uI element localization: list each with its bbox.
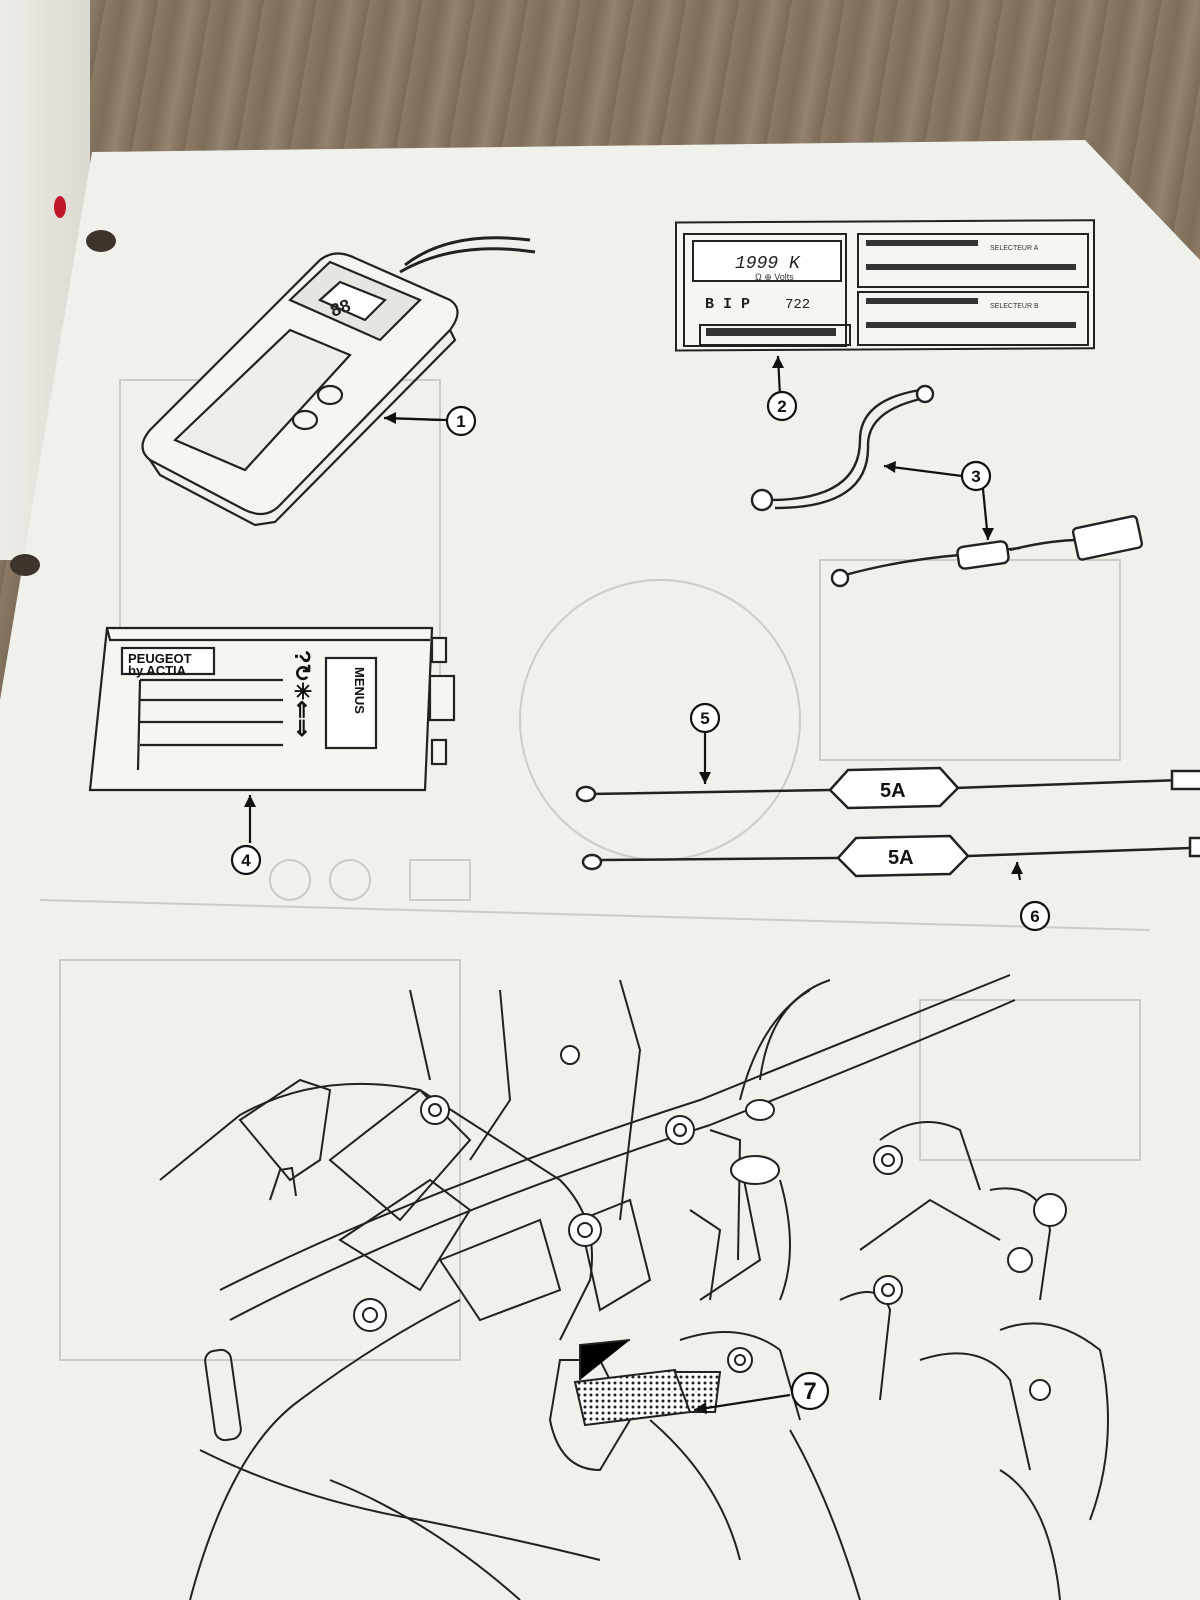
binder-hole-top: [86, 230, 116, 252]
actia-key-symbols: ?↻✳⇐⇒: [290, 650, 315, 737]
bip-selector-a: SELECTEUR A: [990, 245, 1039, 252]
callout-6: 6: [1030, 907, 1039, 926]
red-marker: [54, 196, 66, 218]
binder-hole-bottom: [10, 554, 40, 576]
bip-model-left: B I P: [705, 296, 750, 313]
actia-diagnostic-unit: [88, 626, 456, 792]
engine-bay-bolts: [353, 1045, 1067, 1401]
callout-markers: [230, 355, 1051, 1412]
fuse-6-rating: 5A: [888, 847, 914, 869]
callout-2: 2: [777, 397, 786, 416]
engine-bay-drawing: [159, 974, 1109, 1600]
actia-brand-actia: by ACTIA: [128, 663, 187, 678]
callout-3: 3: [971, 467, 980, 486]
bip-selector-b: SELECTEUR B: [990, 303, 1039, 310]
callout-1: 1: [456, 412, 465, 431]
callout-7: 7: [803, 1378, 816, 1405]
actia-menus-label: MENUS: [352, 667, 367, 714]
adapter-cables: [750, 384, 1144, 588]
fused-lead-5: [575, 766, 1200, 810]
actia-brand-peugeot: PEUGEOT: [128, 651, 192, 666]
callout-5: 5: [700, 709, 709, 728]
callout-4: 4: [241, 851, 251, 870]
sensor-connector: [573, 1339, 722, 1427]
fuse-5-rating: 5A: [880, 780, 906, 802]
callout-arrowheads: [244, 356, 1023, 1414]
bip-display: 1999 K: [735, 254, 801, 274]
bip-model-right: 722: [785, 297, 810, 313]
fused-lead-6: [581, 834, 1200, 878]
bip-selector-pins: [706, 240, 1076, 336]
bip-display-units: Ω ⊕ Volts: [755, 272, 794, 282]
bip-722-panel: [675, 219, 1095, 352]
handheld-tester: [141, 236, 536, 527]
